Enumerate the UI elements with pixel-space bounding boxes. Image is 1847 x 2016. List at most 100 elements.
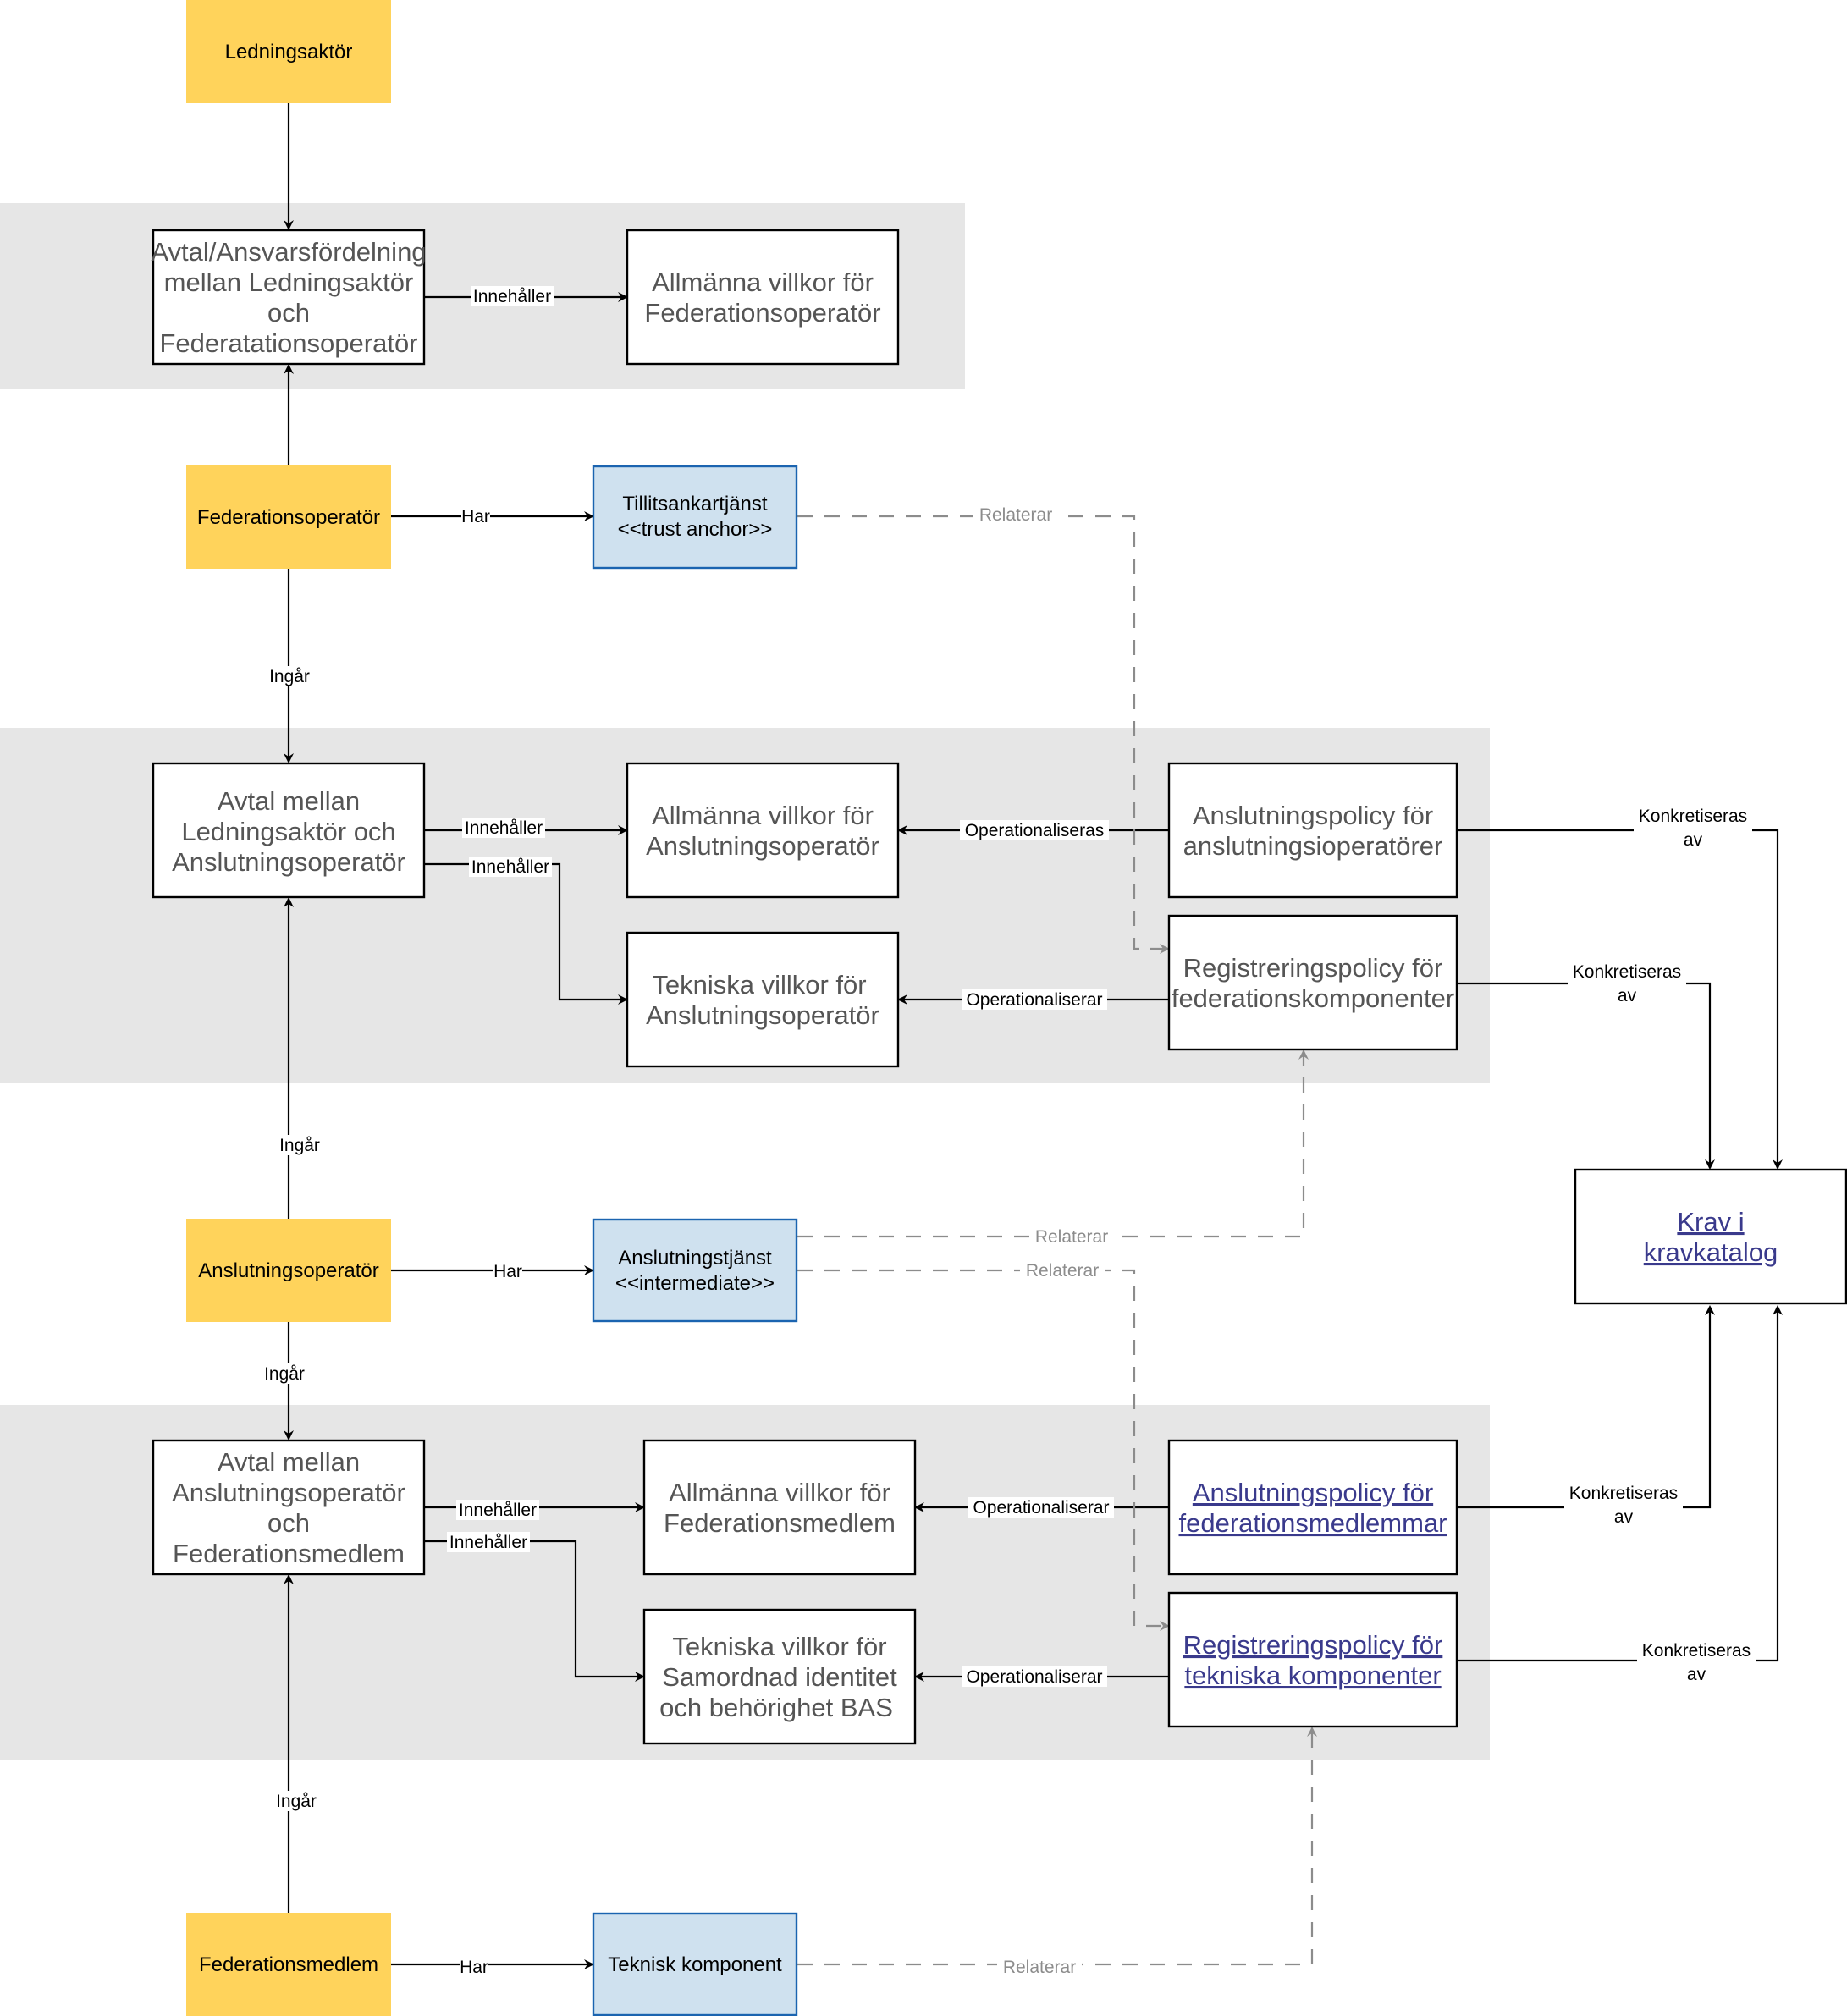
- edge-label-operationaliserar-1: Operationaliserar: [962, 989, 1107, 1010]
- node-krav-i-kravkatalog[interactable]: Krav i kravkatalog: [1574, 1168, 1847, 1305]
- node-tekniska-villkor-bas[interactable]: Tekniska villkor för Samordnad identitet…: [642, 1608, 917, 1745]
- svg-text:Anslutningsoperatör: Anslutningsoperatör: [646, 1000, 879, 1030]
- edge-tillit-relaterar: [797, 515, 1170, 954]
- svg-text:Relaterar: Relaterar: [1035, 1227, 1108, 1247]
- node-ledningsaktor[interactable]: Ledningsaktör: [186, 0, 391, 103]
- svg-text:Ingår: Ingår: [276, 1792, 317, 1811]
- svg-text:Registreringspolicy för: Registreringspolicy för: [1183, 953, 1443, 983]
- edge-label-relaterar-3: Relaterar: [1020, 1260, 1105, 1281]
- node-registreringspolicy-federationskomponenter[interactable]: Registreringspolicy för federationskompo…: [1167, 914, 1458, 1051]
- svg-text:Innehåller: Innehåller: [449, 1533, 527, 1552]
- node-allmanna-villkor-federationsoperator[interactable]: Allmänna villkor för Federationsoperatör: [626, 229, 900, 366]
- edge-label-har-2: Har: [493, 1261, 522, 1281]
- node-avtal-ledning-federation[interactable]: Avtal/Ansvarsfördelning mellan Ledningsa…: [151, 229, 427, 366]
- svg-text:Konkretiseras: Konkretiseras: [1642, 1641, 1751, 1661]
- svg-text:Operationaliserar: Operationaliserar: [966, 990, 1102, 1010]
- svg-text:Allmänna villkor för: Allmänna villkor för: [652, 267, 874, 297]
- edge-label-innehaller-3: Innehåller: [469, 857, 552, 877]
- svg-text:federationskomponenter: federationskomponenter: [1172, 983, 1454, 1013]
- edge-anslutningstjanst-relaterar-2: [797, 1269, 1170, 1631]
- node-anslutningstjanst[interactable]: Anslutningstjänst <<intermediate>>: [592, 1218, 798, 1323]
- svg-text:och: och: [267, 1508, 310, 1538]
- node-tillitsankartjanst[interactable]: Tillitsankartjänst <<trust anchor>>: [592, 465, 798, 570]
- edge-label-operationaliserar-3: Operationaliserar: [962, 1666, 1107, 1687]
- svg-text:Anslutningsoperatör: Anslutningsoperatör: [172, 847, 405, 877]
- edge-label-innehaller-5: Innehåller: [447, 1532, 530, 1552]
- edge-konkretiseras-3: [1458, 1305, 1715, 1509]
- edge-label-ingar-2: Ingår: [276, 1135, 323, 1155]
- svg-text:<<trust anchor>>: <<trust anchor>>: [618, 518, 773, 541]
- svg-text:och: och: [267, 298, 310, 328]
- edge-label-innehaller-2: Innehåller: [462, 818, 545, 838]
- edge-label-konkretiseras-4: Konkretiseras av: [1637, 1640, 1756, 1684]
- svg-text:Allmänna villkor för: Allmänna villkor för: [669, 1478, 890, 1507]
- node-tekniska-villkor-anslutningsoperator[interactable]: Tekniska villkor för Anslutningsoperatör: [626, 931, 900, 1068]
- svg-text:Anslutningsoperatör: Anslutningsoperatör: [198, 1259, 378, 1282]
- svg-text:mellan Ledningsaktör: mellan Ledningsaktör: [164, 267, 414, 297]
- node-allmanna-villkor-federationsmedlem[interactable]: Allmänna villkor för Federationsmedlem: [642, 1439, 917, 1576]
- svg-text:Federatationsoperatör: Federatationsoperatör: [159, 328, 417, 358]
- node-federationsoperator[interactable]: Federationsoperatör: [186, 465, 391, 569]
- svg-text:Teknisk komponent: Teknisk komponent: [608, 1953, 782, 1976]
- svg-text:Anslutningsoperatör: Anslutningsoperatör: [172, 1478, 405, 1507]
- node-avtal-ledning-anslutning[interactable]: Avtal mellan Ledningsaktör och Anslutnin…: [152, 762, 426, 899]
- svg-text:Operationaliserar: Operationaliserar: [966, 1667, 1102, 1687]
- node-anslutningspolicy-federationsmedlemmar[interactable]: Anslutningspolicy för federationsmedlemm…: [1167, 1439, 1458, 1576]
- edge-label-innehaller-1: Innehåller: [471, 286, 554, 306]
- edge-label-ingar-1: Ingår: [266, 666, 313, 686]
- svg-text:Innehåller: Innehåller: [465, 818, 543, 838]
- svg-text:Operationaliserar: Operationaliserar: [973, 1498, 1109, 1518]
- svg-text:Konkretiseras: Konkretiseras: [1639, 807, 1747, 826]
- svg-text:Anslutningspolicy för: Anslutningspolicy för: [1193, 1478, 1433, 1507]
- svg-text:Innehåller: Innehåller: [473, 287, 551, 306]
- node-allmanna-villkor-anslutningsoperator[interactable]: Allmänna villkor för Anslutningsoperatör: [626, 762, 900, 899]
- svg-text:Avtal mellan: Avtal mellan: [218, 1447, 360, 1477]
- edge-label-konkretiseras-3: Konkretiseras av: [1564, 1483, 1683, 1527]
- node-anslutningspolicy-anslutningsoperatorer[interactable]: Anslutningspolicy för anslutningsioperat…: [1167, 762, 1458, 899]
- node-teknisk-komponent[interactable]: Teknisk komponent: [592, 1912, 798, 2016]
- svg-text:Federationsoperatör: Federationsoperatör: [197, 506, 380, 529]
- svg-text:Avtal mellan: Avtal mellan: [218, 786, 360, 816]
- svg-text:Federationsmedlem: Federationsmedlem: [664, 1508, 896, 1538]
- svg-text:Innehåller: Innehåller: [471, 857, 549, 877]
- edge-konkretiseras-4: [1458, 1305, 1783, 1662]
- edge-anslutningstjanst-relaterar-1: [797, 1049, 1309, 1238]
- svg-text:Tekniska villkor för: Tekniska villkor för: [672, 1632, 886, 1661]
- node-avtal-anslutning-federationsmedlem[interactable]: Avtal mellan Anslutningsoperatör och Fed…: [152, 1439, 426, 1576]
- svg-text:Avtal/Ansvarsfördelning: Avtal/Ansvarsfördelning: [151, 237, 426, 267]
- edge-konkretiseras-1: [1458, 829, 1783, 1170]
- svg-text:Har: Har: [493, 1262, 522, 1281]
- svg-text:Relaterar: Relaterar: [1026, 1261, 1099, 1281]
- svg-text:tekniska komponenter: tekniska komponenter: [1184, 1661, 1441, 1690]
- svg-text:av: av: [1684, 830, 1703, 850]
- svg-text:kravkatalog: kravkatalog: [1644, 1237, 1778, 1267]
- svg-text:Anslutningspolicy för: Anslutningspolicy för: [1193, 801, 1433, 830]
- edge-label-relaterar-2: Relaterar: [1029, 1226, 1114, 1247]
- svg-text:Anslutningstjänst: Anslutningstjänst: [618, 1247, 772, 1270]
- svg-text:av: av: [1614, 1507, 1634, 1527]
- svg-text:Federationsmedlem: Federationsmedlem: [199, 1953, 378, 1976]
- svg-text:Konkretiseras: Konkretiseras: [1573, 962, 1681, 982]
- node-anslutningsoperator[interactable]: Anslutningsoperatör: [186, 1219, 391, 1322]
- node-registreringspolicy-tekniska-komponenter[interactable]: Registreringspolicy för tekniska kompone…: [1167, 1591, 1458, 1728]
- svg-text:<<intermediate>>: <<intermediate>>: [615, 1272, 775, 1295]
- svg-text:federationsmedlemmar: federationsmedlemmar: [1178, 1508, 1447, 1538]
- edge-label-ingar-4: Ingår: [273, 1791, 320, 1811]
- node-federationsmedlem[interactable]: Federationsmedlem: [186, 1913, 391, 2016]
- svg-text:Ingår: Ingår: [279, 1136, 320, 1155]
- svg-text:Tekniska villkor för: Tekniska villkor för: [652, 970, 866, 1000]
- edge-label-har-3: Har: [460, 1957, 488, 1977]
- svg-text:Allmänna villkor för: Allmänna villkor för: [652, 801, 874, 830]
- edge-label-innehaller-4: Innehåller: [456, 1500, 539, 1520]
- edge-label-konkretiseras-2: Konkretiseras av: [1568, 961, 1686, 1005]
- svg-text:Anslutningsoperatör: Anslutningsoperatör: [646, 831, 879, 861]
- svg-text:anslutningsioperatörer: anslutningsioperatörer: [1183, 831, 1443, 861]
- edge-label-relaterar-1: Relaterar: [973, 504, 1058, 525]
- svg-text:Innehåller: Innehåller: [459, 1501, 537, 1520]
- edge-konkretiseras-2: [1458, 982, 1715, 1170]
- svg-text:Operationaliseras: Operationaliseras: [965, 821, 1105, 840]
- svg-text:Relaterar: Relaterar: [979, 505, 1052, 525]
- edge-label-har-1: Har: [461, 506, 490, 526]
- svg-text:Ingår: Ingår: [269, 667, 310, 686]
